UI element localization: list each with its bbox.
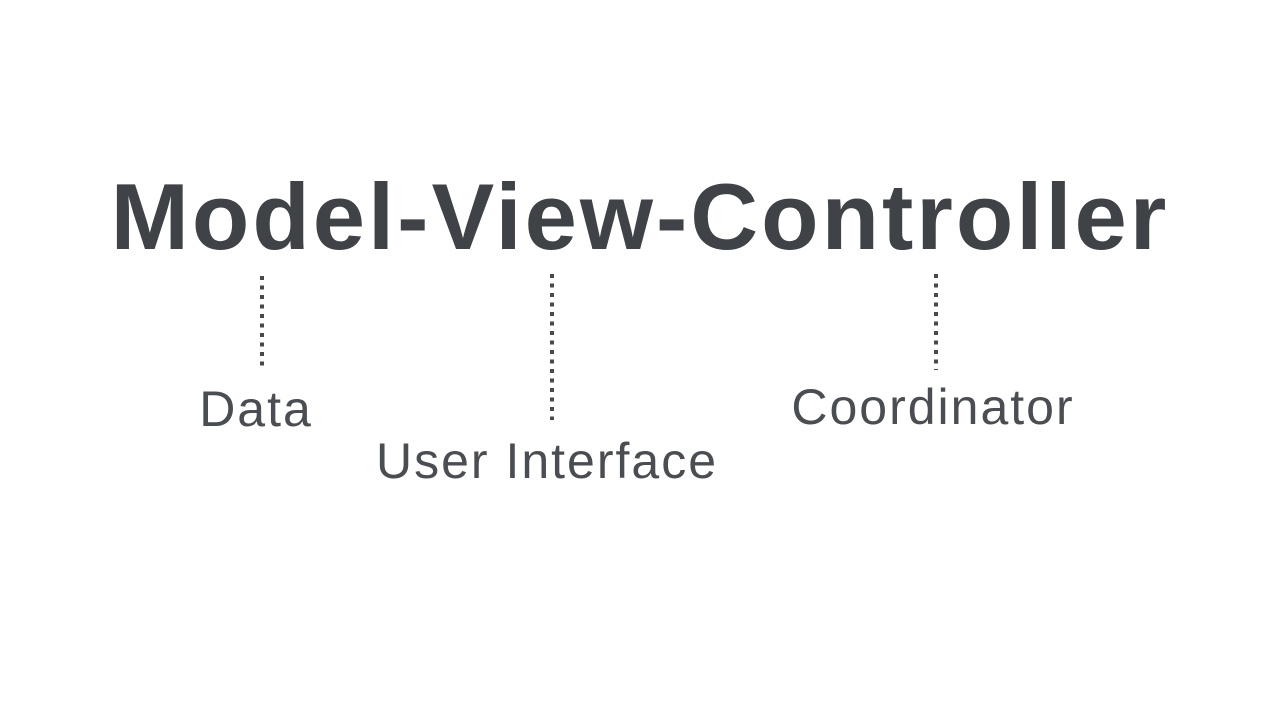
dotted-connector-view [550, 274, 554, 420]
annotation-label-controller: Coordinator [791, 379, 1075, 435]
annotation-label-view: User Interface [375, 433, 719, 489]
dotted-connector-controller [934, 274, 938, 370]
dotted-connector-model [260, 276, 264, 368]
diagram-title: Model-View-Controller [110, 164, 1170, 269]
annotation-label-model: Data [199, 381, 313, 437]
